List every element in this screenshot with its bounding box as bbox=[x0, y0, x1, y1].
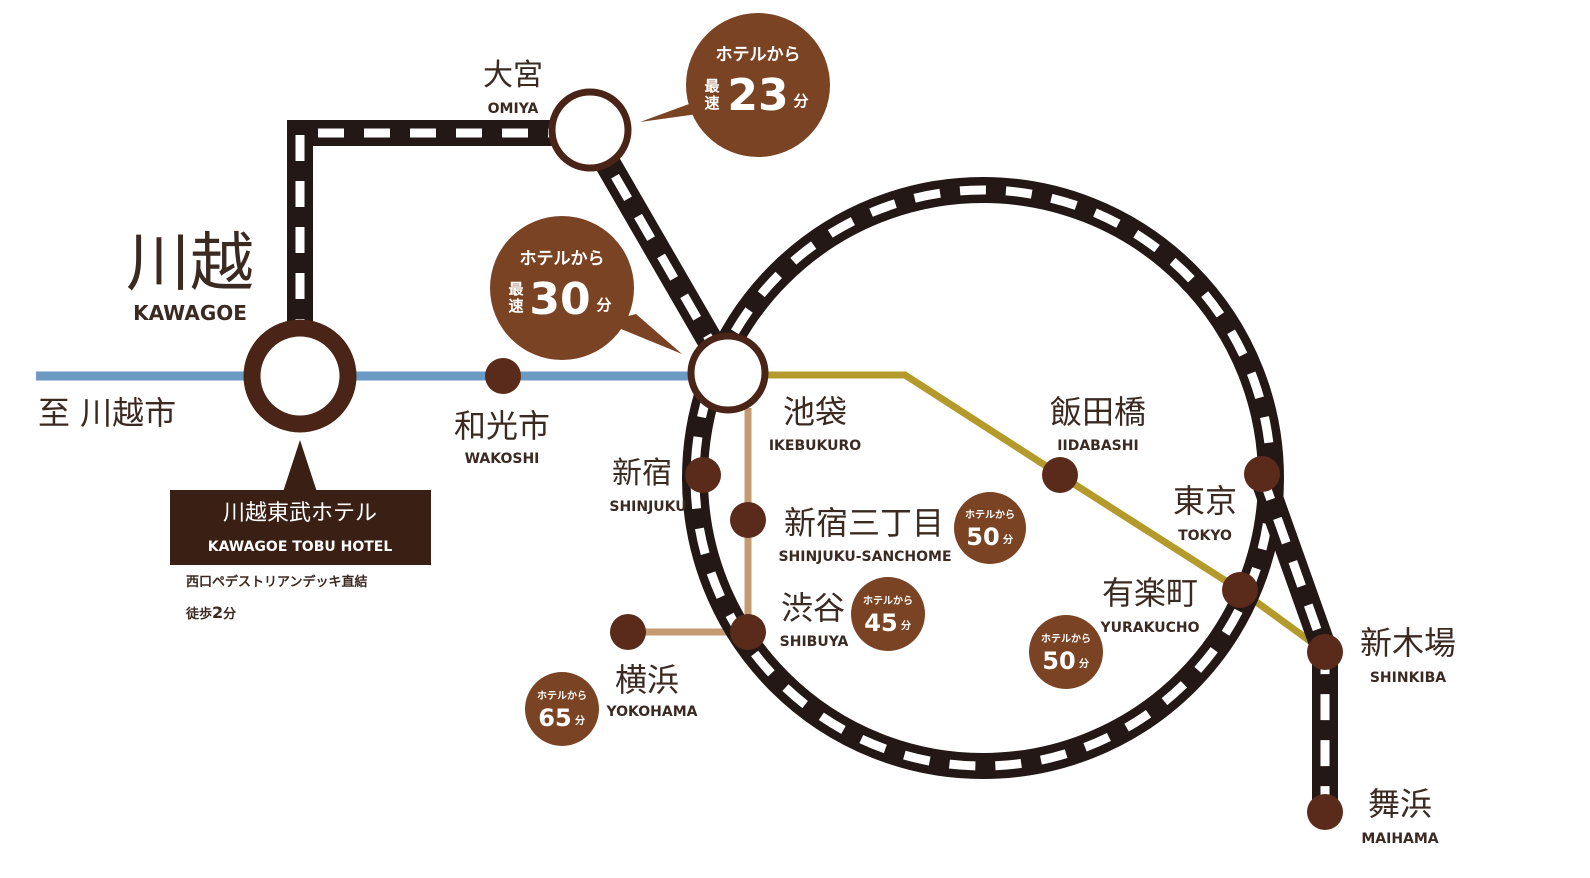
yurakucho-badge-unit: 分 bbox=[1079, 657, 1089, 670]
kawagoe-name-en: KAWAGOE bbox=[133, 301, 247, 325]
yurakucho-label-en: YURAKUCHO bbox=[1100, 620, 1200, 636]
hotel-access-note: 西口ペデストリアンデッキ直結 bbox=[186, 574, 367, 590]
omiya-badge-fastest-2: 速 bbox=[704, 94, 719, 112]
shibuya-label-jp: 渋谷 bbox=[781, 589, 845, 627]
kawagoe-station-marker[interactable] bbox=[243, 319, 357, 433]
tokyo-label-jp: 東京 bbox=[1173, 482, 1237, 520]
direction-kawagoeshi: 至 川越市 bbox=[38, 394, 176, 432]
omiya-badge-fastest-1: 最 bbox=[704, 77, 720, 95]
ikebukuro-station-marker[interactable] bbox=[687, 332, 769, 414]
shinjuku-label-jp: 新宿 bbox=[612, 456, 672, 491]
kawagoe-omiya-dashes bbox=[295, 128, 734, 378]
shibuya-badge-minutes: 45 bbox=[864, 609, 897, 637]
shinjuku-sanchome-badge-minutes: 50 bbox=[966, 523, 999, 551]
shibuya-badge-caption: ホテルから bbox=[863, 595, 913, 607]
yurakucho-station-dot[interactable] bbox=[1222, 572, 1258, 608]
shibuya-time-badge: ホテルから 45 分 bbox=[851, 577, 925, 651]
iidabashi-label-jp: 飯田橋 bbox=[1050, 393, 1146, 431]
ikebukuro-time-badge: ホテルから 最 速 30 分 bbox=[490, 216, 682, 360]
shinjuku-station-dot[interactable] bbox=[685, 457, 721, 493]
shinjuku-label-en: SHINJUKU bbox=[609, 499, 686, 515]
maihama-label-jp: 舞浜 bbox=[1368, 785, 1432, 823]
maihama-label-en: MAIHAMA bbox=[1361, 831, 1438, 847]
yokohama-badge-caption: ホテルから bbox=[537, 690, 587, 702]
wakoshi-label-en: WAKOSHI bbox=[465, 451, 540, 467]
shibuya-label-en: SHIBUYA bbox=[780, 634, 849, 650]
yurakucho-badge-minutes: 50 bbox=[1042, 647, 1075, 675]
shinkiba-label-jp: 新木場 bbox=[1360, 624, 1456, 662]
hotel-walk-note: 徒歩2分 bbox=[185, 603, 236, 622]
shinjuku-sanchome-label-jp: 新宿三丁目 bbox=[784, 504, 944, 542]
shinjuku-sanchome-station-dot[interactable] bbox=[730, 502, 766, 538]
yurakucho-label-jp: 有楽町 bbox=[1102, 574, 1198, 612]
yokohama-label-en: YOKOHAMA bbox=[606, 704, 698, 720]
omiya-time-badge: ホテルから 最 速 23 分 bbox=[640, 13, 830, 157]
iidabashi-station-dot[interactable] bbox=[1042, 457, 1078, 493]
shibuya-badge-unit: 分 bbox=[901, 619, 911, 632]
wakoshi-station-dot[interactable] bbox=[485, 358, 521, 394]
shinjuku-sanchome-time-badge: ホテルから 50 分 bbox=[954, 492, 1026, 564]
yurakucho-badge-caption: ホテルから bbox=[1041, 633, 1091, 645]
shinjuku-sanchome-badge-caption: ホテルから bbox=[965, 509, 1015, 521]
hotel-label-box bbox=[170, 490, 431, 565]
kawagoe-name-jp: 川越 bbox=[126, 227, 254, 301]
yokohama-badge-minutes: 65 bbox=[538, 704, 571, 732]
tokyo-station-dot[interactable] bbox=[1244, 456, 1280, 492]
ikebukuro-badge-minutes: 30 bbox=[529, 274, 590, 325]
omiya-badge-caption: ホテルから bbox=[716, 45, 801, 65]
shibuya-station-dot[interactable] bbox=[730, 614, 766, 650]
ikebukuro-badge-unit: 分 bbox=[596, 296, 611, 314]
omiya-badge-minutes: 23 bbox=[727, 70, 788, 121]
ikebukuro-badge-fastest-1: 最 bbox=[508, 280, 524, 298]
maihama-station-dot[interactable] bbox=[1307, 794, 1343, 830]
hotel-pointer bbox=[283, 440, 317, 492]
shinkiba-label-en: SHINKIBA bbox=[1370, 670, 1446, 686]
tokyo-label-en: TOKYO bbox=[1178, 528, 1232, 544]
ikebukuro-label-en: IKEBUKURO bbox=[769, 438, 861, 454]
yokohama-label-jp: 横浜 bbox=[615, 661, 679, 699]
shinkiba-station-dot[interactable] bbox=[1307, 634, 1343, 670]
omiya-label-en: OMIYA bbox=[488, 101, 539, 117]
ikebukuro-badge-fastest-2: 速 bbox=[508, 297, 523, 315]
yokohama-station-dot[interactable] bbox=[610, 614, 646, 650]
shinjuku-sanchome-badge-unit: 分 bbox=[1003, 533, 1013, 546]
shinjuku-sanchome-label-en: SHINJUKU-SANCHOME bbox=[778, 549, 951, 565]
yurakucho-time-badge: ホテルから 50 分 bbox=[1029, 615, 1103, 689]
omiya-label-jp: 大宮 bbox=[483, 58, 543, 93]
omiya-station-marker[interactable] bbox=[548, 88, 632, 172]
ikebukuro-label-jp: 池袋 bbox=[783, 393, 847, 431]
wakoshi-label-jp: 和光市 bbox=[454, 407, 550, 445]
hotel-name-en: KAWAGOE TOBU HOTEL bbox=[208, 539, 393, 555]
ikebukuro-badge-caption: ホテルから bbox=[520, 249, 605, 269]
yokohama-badge-unit: 分 bbox=[575, 714, 585, 727]
omiya-badge-unit: 分 bbox=[793, 92, 808, 110]
hotel-name-jp: 川越東武ホテル bbox=[223, 501, 377, 526]
yokohama-time-badge: ホテルから 65 分 bbox=[525, 672, 599, 746]
iidabashi-label-en: IIDABASHI bbox=[1057, 438, 1138, 454]
